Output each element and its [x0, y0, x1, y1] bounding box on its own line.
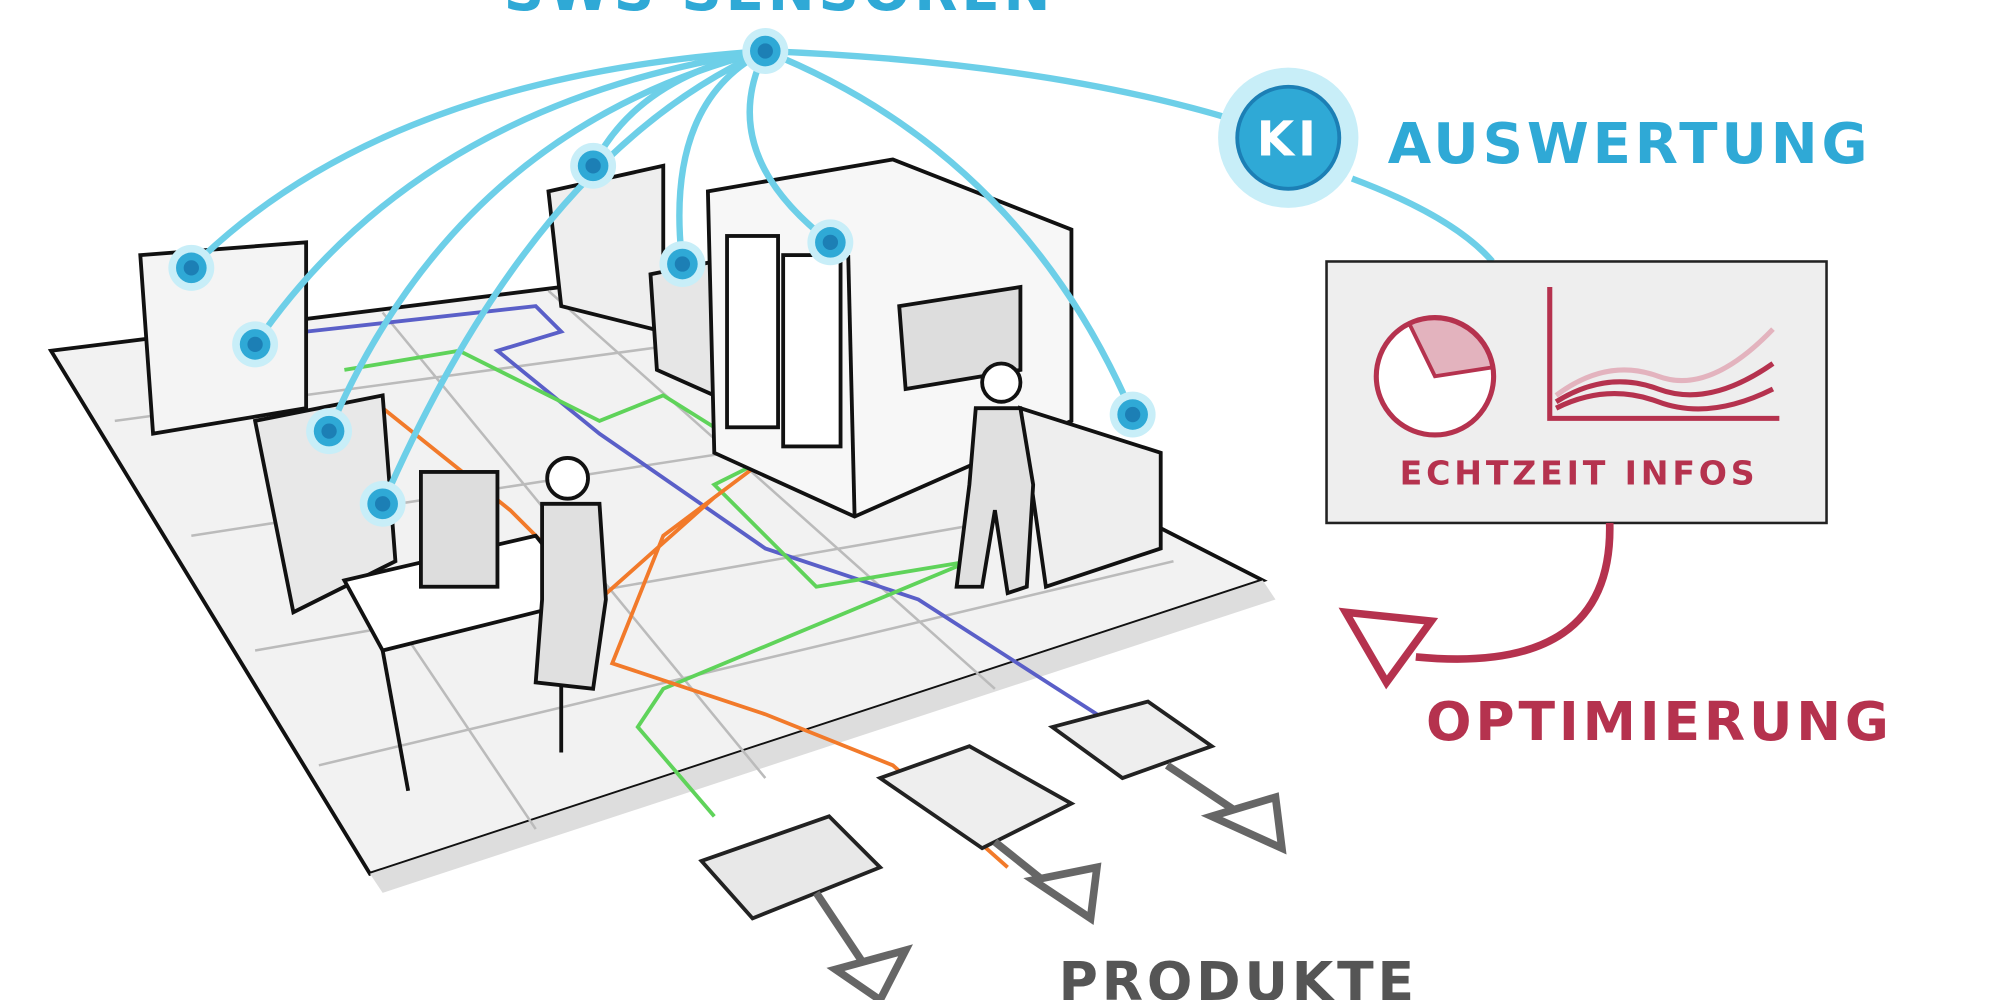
route-blue	[305, 304, 1098, 716]
sensor-node-icon	[306, 408, 353, 455]
drill-press	[419, 470, 500, 589]
sensor-node-icon	[807, 219, 854, 266]
worker-2-body	[954, 406, 1036, 596]
sensor-node-icon	[742, 28, 789, 74]
product-arrows	[813, 762, 1287, 1000]
optimization-label: OPTIMIERUNG	[1426, 690, 1893, 753]
product-curved-plate	[875, 744, 1076, 851]
sensor-node-icon	[659, 241, 706, 287]
workbench	[1018, 405, 1163, 590]
sensor-node-icon	[168, 244, 215, 291]
feedback-arrow-icon	[1338, 522, 1614, 690]
products-label: PRODUKTE	[1059, 950, 1418, 1000]
sensor-node-icon	[570, 142, 617, 189]
workers	[533, 361, 1036, 691]
sensor-node-icon	[359, 480, 406, 527]
sensor-links	[189, 47, 1495, 506]
worker-1-body	[533, 501, 608, 691]
ki-label: KI	[1257, 112, 1320, 168]
sensors-title: SWS SENSOREN	[504, 0, 1054, 24]
pipe-rack	[546, 163, 666, 335]
sensor-node-icon	[1109, 391, 1156, 438]
sensor-node-icon	[232, 321, 279, 368]
evaluation-label: AUSWERTUNG	[1388, 112, 1872, 177]
worker-2-head	[980, 361, 1023, 404]
product-flat-plate	[1047, 699, 1216, 781]
ki-badge-icon: KI	[1218, 67, 1359, 208]
sensor-nodes	[168, 28, 1156, 527]
product-bracket	[698, 814, 884, 921]
realtime-panel: ECHTZEIT INFOS	[1325, 260, 1828, 525]
pie-chart-icon	[1373, 315, 1497, 438]
route-green	[344, 348, 971, 818]
shelf-rack	[138, 240, 309, 436]
line-chart-icon	[1547, 286, 1780, 421]
products	[698, 699, 1216, 921]
realtime-label: ECHTZEIT INFOS	[1400, 454, 1759, 493]
worker-1-head	[545, 455, 590, 501]
